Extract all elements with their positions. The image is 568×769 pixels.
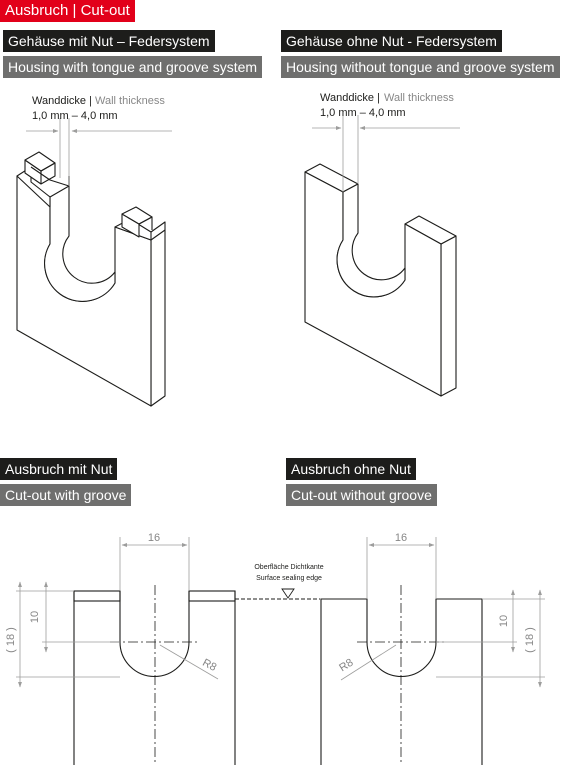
cutout-without-centerlines (357, 585, 446, 765)
cutout-without-dimensions (340, 537, 545, 688)
cutout-with-total: ( 18 ) (5, 627, 17, 653)
wall-thickness-dim-with (26, 118, 172, 186)
wall-thickness-dim-without (312, 115, 460, 192)
wall-label-sep-without: | (377, 92, 380, 104)
wall-range-with: 1,0 mm – 4,0 mm (32, 110, 118, 122)
iso-housing-with-groove (16, 151, 166, 407)
cutout-without-title-de: Ausbruch ohne Nut (286, 458, 416, 480)
wall-label-sep-with: | (89, 95, 92, 107)
cutout-with-dimensions (16, 537, 219, 688)
surface-label-de: Oberfläche Dichtkante (254, 564, 323, 571)
housing-without-title-de: Gehäuse ohne Nut - Federsystem (281, 30, 502, 52)
wall-label-en-without: Wall thickness (384, 92, 454, 104)
cutout-with-title-en: Cut-out with groove (0, 484, 132, 506)
wall-label-de-with: Wanddicke (32, 95, 86, 107)
surface-label-en: Surface sealing edge (256, 575, 322, 582)
housing-with-title-de: Gehäuse mit Nut – Federsystem (3, 30, 215, 52)
cutout-without-depth: 10 (498, 615, 510, 627)
cutout-with-groove-drawing (73, 590, 236, 765)
cutout-with-radius: R8 (200, 657, 218, 674)
housing-with-title-en: Housing with tongue and groove system (3, 56, 263, 78)
cutout-without-title-en: Cut-out without groove (286, 484, 437, 506)
cutout-with-title-de: Ausbruch mit Nut (0, 458, 118, 480)
wall-range-without: 1,0 mm – 4,0 mm (320, 107, 406, 119)
housing-without-title-en: Housing without tongue and groove system (281, 56, 560, 78)
iso-housing-without-groove (304, 163, 457, 397)
cutout-with-width: 16 (148, 532, 160, 544)
wall-label-en-with: Wall thickness (95, 95, 165, 107)
cutout-without-total: ( 18 ) (524, 627, 536, 653)
cutout-with-centerlines (110, 585, 200, 765)
cutout-without-radius: R8 (337, 657, 355, 675)
wall-label-de-without: Wanddicke (320, 92, 374, 104)
page-title: Ausbruch | Cut-out (0, 0, 135, 22)
cutout-without-groove-drawing (320, 598, 483, 765)
cutout-with-depth: 10 (29, 611, 41, 623)
surface-marker (235, 588, 320, 600)
cutout-without-width: 16 (395, 532, 407, 544)
